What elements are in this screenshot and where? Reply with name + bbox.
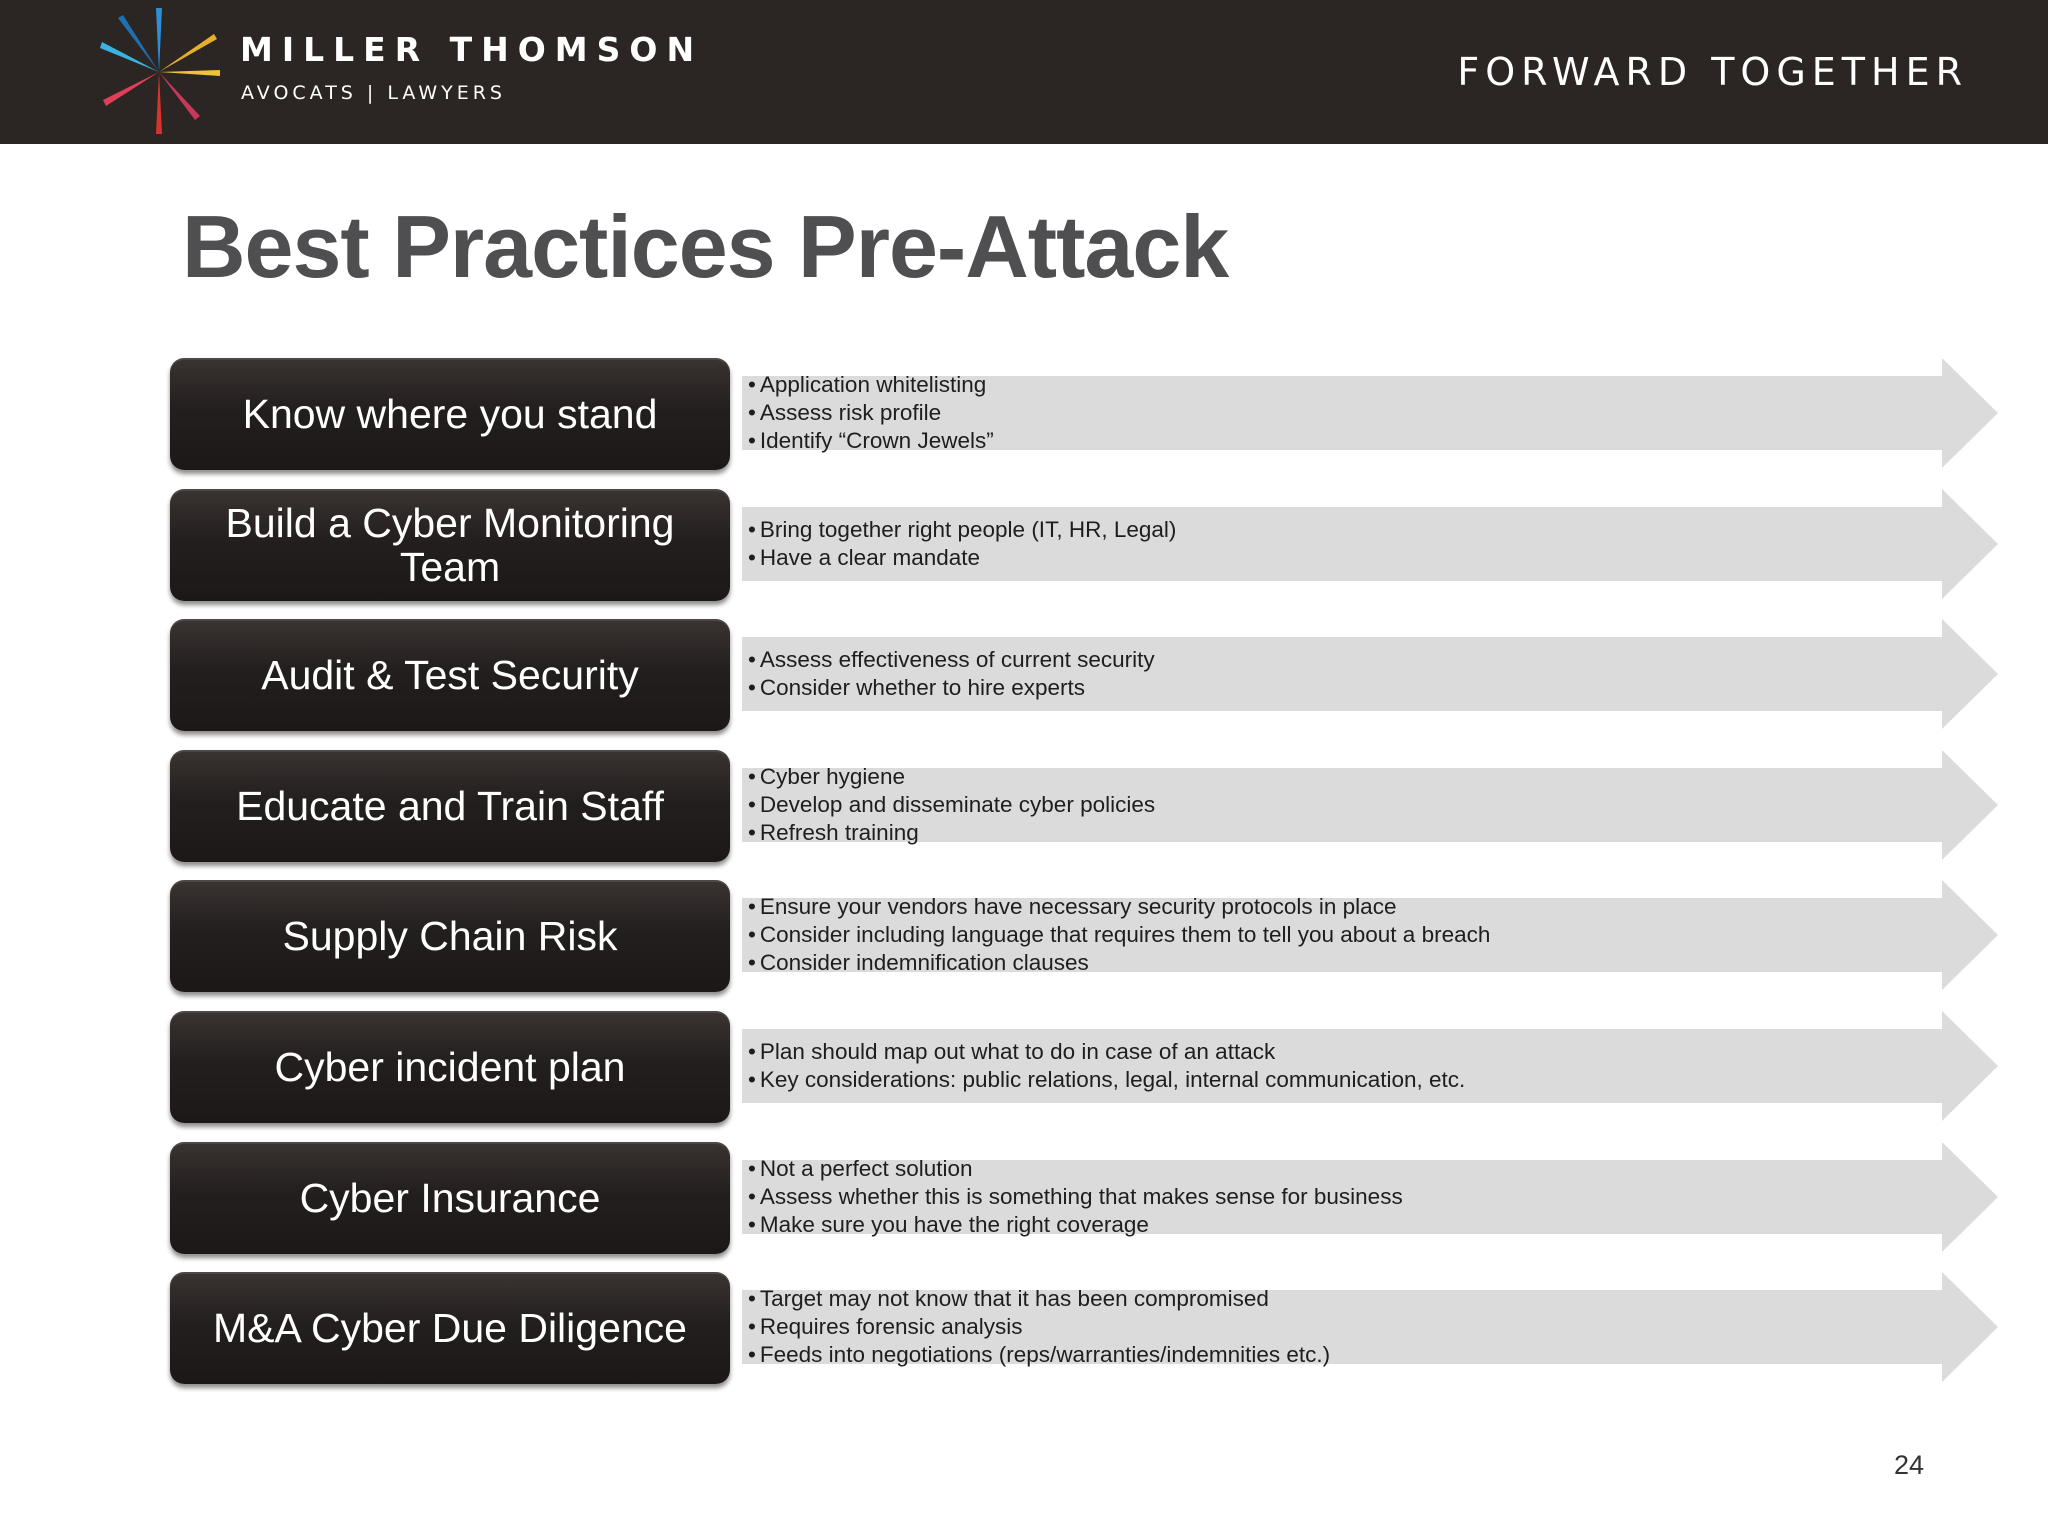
- bullet-item: Make sure you have the right coverage: [748, 1211, 1403, 1239]
- bullet-item: Requires forensic analysis: [748, 1313, 1330, 1341]
- bullet-item: Consider indemnification clauses: [748, 949, 1490, 977]
- tagline: FORWARD TOGETHER: [1457, 50, 1968, 94]
- bullet-item: Have a clear mandate: [748, 544, 1176, 572]
- bullet-list: Cyber hygieneDevelop and disseminate cyb…: [748, 748, 1155, 862]
- brand-subtitle: AVOCATS | LAWYERS: [241, 82, 506, 104]
- bullet-item: Ensure your vendors have necessary secur…: [748, 893, 1490, 921]
- bullet-list: Not a perfect solutionAssess whether thi…: [748, 1140, 1403, 1254]
- bullet-list: Target may not know that it has been com…: [748, 1270, 1330, 1384]
- practice-row: Cyber incident plan Plan should map out w…: [0, 1009, 2048, 1131]
- brand-name: MILLER THOMSON: [240, 30, 704, 69]
- practice-row: Educate and Train StaffCyber hygieneDeve…: [0, 748, 2048, 870]
- bullet-item: Assess effectiveness of current security: [748, 646, 1155, 674]
- bullet-list: Plan should map out what to do in case o…: [748, 1009, 1465, 1123]
- practice-label: Audit & Test Security: [170, 619, 730, 731]
- arrow-shape: [742, 358, 1998, 468]
- practice-row: Supply Chain Risk Ensure your vendors hav…: [0, 878, 2048, 1000]
- page-title: Best Practices Pre-Attack: [182, 197, 1229, 296]
- practice-row: Build a Cyber Monitoring Team Bring toget…: [0, 487, 2048, 609]
- practice-row: Cyber InsuranceNot a perfect solutionAss…: [0, 1140, 2048, 1262]
- header-bar: MILLER THOMSON AVOCATS | LAWYERS FORWARD…: [0, 0, 2048, 144]
- bullet-list: Assess effectiveness of current security…: [748, 617, 1155, 731]
- practice-label: Know where you stand: [170, 358, 730, 470]
- practice-label: Educate and Train Staff: [170, 750, 730, 862]
- bullet-list: Application whitelistingAssess risk prof…: [748, 356, 994, 470]
- bullet-list: Bring together right people (IT, HR, Leg…: [748, 487, 1176, 601]
- practice-label: Build a Cyber Monitoring Team: [170, 489, 730, 601]
- bullet-item: Application whitelisting: [748, 371, 994, 399]
- bullet-item: Cyber hygiene: [748, 763, 1155, 791]
- page-number: 24: [1894, 1450, 1925, 1480]
- bullet-item: Develop and disseminate cyber policies: [748, 791, 1155, 819]
- bullet-item: Consider including language that require…: [748, 921, 1490, 949]
- bullet-item: Assess risk profile: [748, 399, 994, 427]
- bullet-list: Ensure your vendors have necessary secur…: [748, 878, 1490, 992]
- bullet-item: Refresh training: [748, 819, 1155, 847]
- practice-row: Audit & Test SecurityAssess effectivenes…: [0, 617, 2048, 739]
- practice-row: M&A Cyber Due Diligence Target may not kn…: [0, 1270, 2048, 1392]
- bullet-item: Bring together right people (IT, HR, Leg…: [748, 516, 1176, 544]
- bullet-item: Assess whether this is something that ma…: [748, 1183, 1403, 1211]
- bullet-item: Identify “Crown Jewels”: [748, 427, 994, 455]
- practice-label: Cyber incident plan: [170, 1011, 730, 1123]
- practice-label: Cyber Insurance: [170, 1142, 730, 1254]
- practice-label: Supply Chain Risk: [170, 880, 730, 992]
- practice-label: M&A Cyber Due Diligence: [170, 1272, 730, 1384]
- practice-row: Know where you standApplication whitelis…: [0, 356, 2048, 478]
- bullet-item: Not a perfect solution: [748, 1155, 1403, 1183]
- bullet-item: Plan should map out what to do in case o…: [748, 1038, 1465, 1066]
- bullet-item: Target may not know that it has been com…: [748, 1285, 1330, 1313]
- bullet-item: Key considerations: public relations, le…: [748, 1066, 1465, 1094]
- bullet-item: Consider whether to hire experts: [748, 674, 1155, 702]
- starburst-logo-icon: [100, 8, 220, 134]
- bullet-item: Feeds into negotiations (reps/warranties…: [748, 1341, 1330, 1369]
